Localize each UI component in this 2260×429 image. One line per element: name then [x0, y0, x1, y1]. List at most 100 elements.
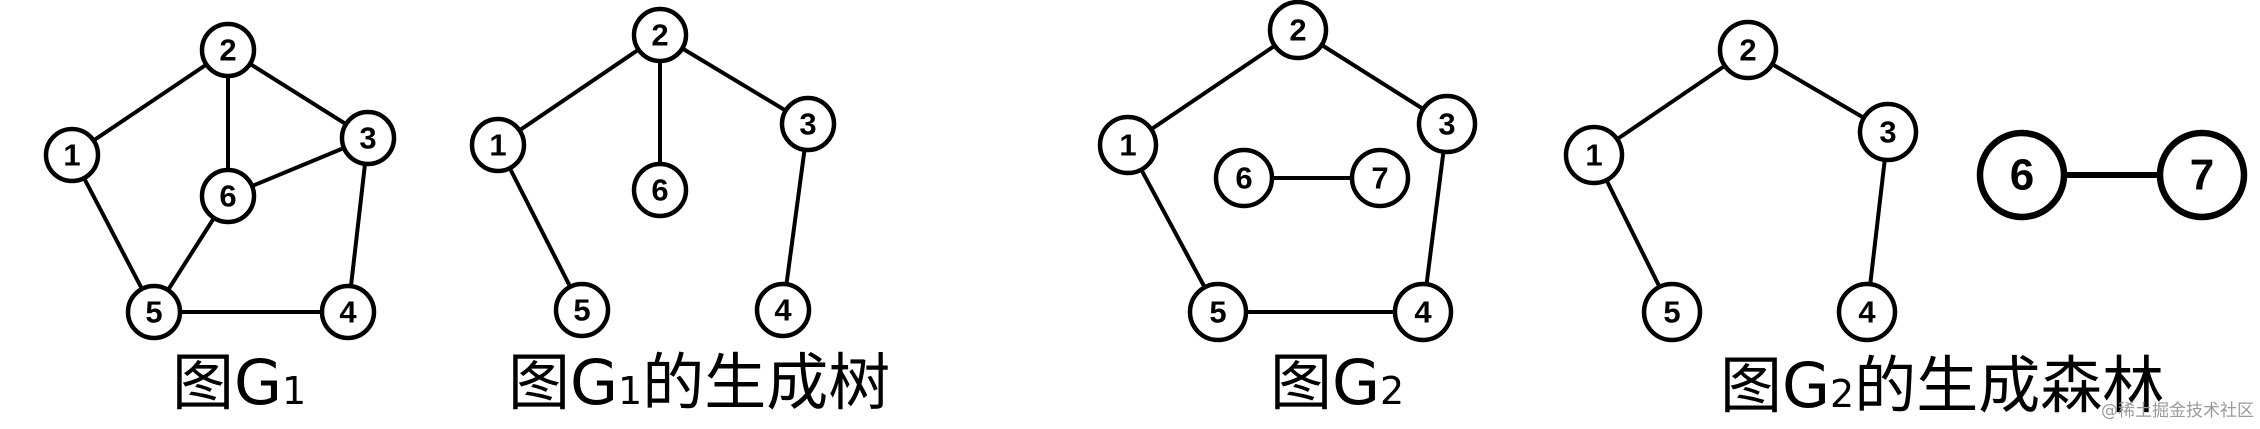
node-circle — [125, 283, 183, 341]
node-label: 3 — [1438, 107, 1455, 142]
caption-g1-prefix: 图G — [172, 346, 283, 419]
node-circle — [199, 167, 257, 225]
edge-1-2 — [1126, 28, 1300, 147]
node-label: 6 — [2010, 151, 2034, 200]
node-label: 2 — [1739, 33, 1756, 68]
node-1: 1 — [1563, 124, 1625, 186]
node-7: 7 — [2156, 129, 2248, 221]
node-label: 5 — [573, 293, 590, 328]
watermark: @稀土掘金技术社区 — [2101, 401, 2254, 421]
node-label: 3 — [359, 121, 376, 156]
caption-g1-spanning-tree: 图G1的生成树 — [508, 352, 890, 414]
node-5: 5 — [1641, 281, 1703, 343]
node-circle — [1097, 114, 1159, 176]
node-6: 6 — [631, 161, 689, 219]
node-label: 2 — [219, 33, 236, 68]
node-label: 5 — [1209, 295, 1226, 330]
node-circle — [1857, 101, 1919, 163]
edge-1-5 — [70, 153, 156, 314]
caption-g2-prefix: 图G — [1270, 346, 1381, 419]
node-circle — [43, 126, 101, 184]
caption-g1-tree-suffix: 的生成树 — [642, 346, 891, 419]
node-label: 3 — [1879, 115, 1896, 150]
node-circle — [1641, 281, 1703, 343]
diagram-g1: 1 2 3 4 5 6 — [43, 21, 397, 341]
edge-1-5 — [496, 143, 584, 312]
node-label: 1 — [63, 138, 80, 173]
node-3: 3 — [779, 95, 837, 153]
node-label: 4 — [1414, 295, 1432, 330]
caption-g2-subscript: 2 — [1380, 369, 1405, 413]
node-label: 3 — [799, 107, 816, 142]
node-label: 4 — [339, 295, 357, 330]
caption-g1-subscript: 1 — [282, 369, 307, 413]
node-label: 6 — [219, 179, 236, 214]
node-5: 5 — [125, 283, 183, 341]
node-circle — [319, 283, 377, 341]
node-label: 4 — [1858, 295, 1876, 330]
node-2: 2 — [1717, 19, 1779, 81]
node-label: 5 — [1663, 295, 1680, 330]
caption-g1: 图G1 — [172, 352, 306, 414]
node-label: 1 — [1585, 138, 1602, 173]
node-6: 6 — [1976, 129, 2068, 221]
node-label: 7 — [1371, 161, 1388, 196]
node-3: 3 — [1416, 93, 1478, 155]
caption-g2-forest-suffix: 的生成森林 — [1854, 349, 2165, 422]
node-label: 6 — [1235, 161, 1252, 196]
edge-1-2 — [496, 33, 662, 147]
node-4: 4 — [1836, 281, 1898, 343]
caption-g2-forest-prefix: 图G — [1720, 349, 1831, 422]
caption-g2-spanning-forest: 图G2的生成森林 — [1720, 355, 2164, 417]
edge-3-4 — [1421, 122, 1449, 314]
node-5: 5 — [553, 281, 611, 339]
node-label: 4 — [774, 293, 792, 328]
node-4: 4 — [319, 283, 377, 341]
edge-3-4 — [781, 122, 810, 312]
node-4: 4 — [754, 281, 812, 339]
node-1: 1 — [43, 126, 101, 184]
node-circle — [339, 109, 397, 167]
caption-g1-tree-prefix: 图G — [508, 346, 619, 419]
node-circle — [1416, 93, 1478, 155]
node-circle — [199, 21, 257, 79]
node-7: 7 — [1349, 147, 1411, 209]
node-3: 3 — [1857, 101, 1919, 163]
node-circle — [1717, 19, 1779, 81]
node-circle — [1187, 281, 1249, 343]
caption-g2-forest-subscript: 2 — [1830, 372, 1855, 416]
node-6: 6 — [199, 167, 257, 225]
node-circle — [631, 161, 689, 219]
node-circle — [1392, 281, 1454, 343]
node-2: 2 — [199, 21, 257, 79]
node-label: 6 — [651, 173, 668, 208]
node-label: 7 — [2190, 151, 2214, 200]
node-circle — [553, 281, 611, 339]
node-circle — [754, 281, 812, 339]
edge-1-2 — [70, 48, 230, 157]
node-5: 5 — [1187, 281, 1249, 343]
node-4: 4 — [1392, 281, 1454, 343]
node-6: 6 — [1213, 147, 1275, 209]
node-circle — [1976, 129, 2068, 221]
node-circle — [1349, 147, 1411, 209]
node-circle — [1213, 147, 1275, 209]
node-label: 2 — [1289, 13, 1306, 48]
caption-g1-tree-subscript: 1 — [618, 369, 643, 413]
node-label: 5 — [145, 295, 162, 330]
node-circle — [631, 6, 689, 64]
node-label: 2 — [651, 18, 668, 53]
edge-1-2 — [1592, 48, 1750, 157]
node-label: 1 — [1119, 128, 1136, 163]
diagram-g1-spanning-tree: 1 2 3 4 5 6 — [469, 6, 837, 339]
node-circle — [1563, 124, 1625, 186]
node-circle — [779, 95, 837, 153]
caption-g2: 图G2 — [1270, 352, 1404, 414]
edge-3-4 — [346, 136, 370, 314]
edge-2-3 — [658, 33, 810, 126]
edge-1-5 — [1126, 143, 1220, 314]
diagram-g2-spanning-forest: 1 2 3 4 5 6 7 — [1563, 19, 2248, 343]
node-label: 1 — [489, 128, 506, 163]
node-2: 2 — [1267, 0, 1329, 61]
